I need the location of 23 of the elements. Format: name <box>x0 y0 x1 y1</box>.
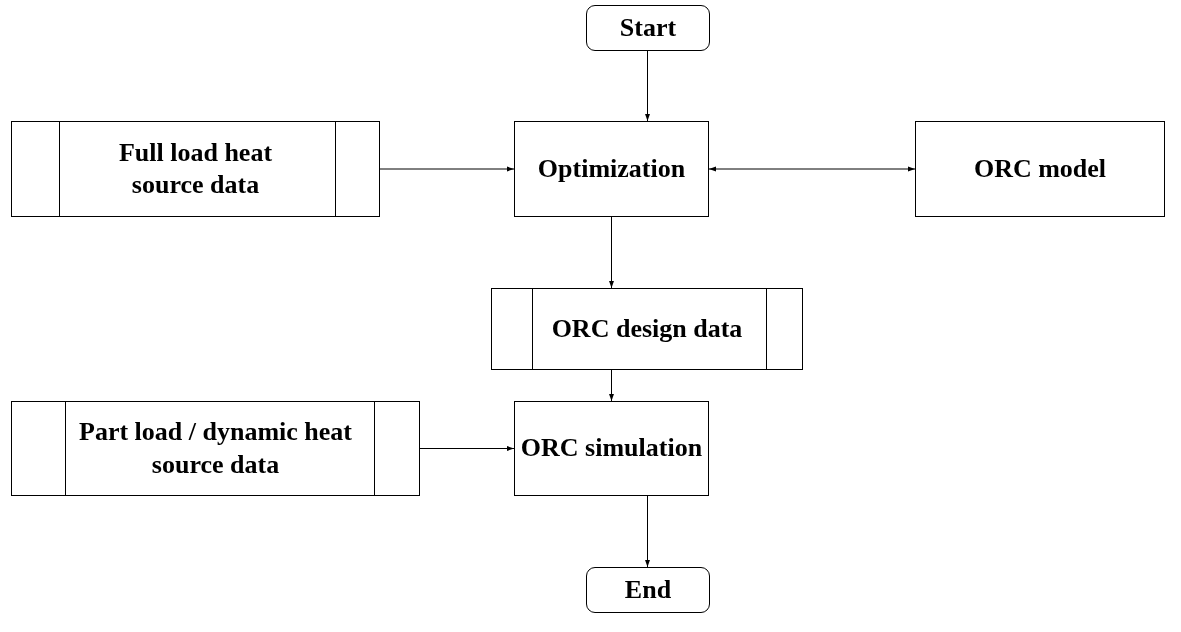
node-label: Full load heat source data <box>117 136 274 201</box>
process-box <box>514 121 709 217</box>
terminator-box <box>586 5 710 51</box>
predefined-process-box <box>491 288 803 370</box>
predefined-process-box <box>11 121 380 217</box>
node-label: ORC simulation <box>520 432 703 465</box>
node-label: Part load / dynamic heat source data <box>78 416 353 481</box>
arrow <box>609 216 614 289</box>
arrow <box>419 446 515 451</box>
node-label: End <box>624 573 672 606</box>
arrow <box>645 495 650 568</box>
node-label: Optimization <box>537 152 686 185</box>
terminator-box <box>586 567 710 613</box>
arrow <box>379 166 515 172</box>
node-label: ORC design data <box>551 312 743 345</box>
arrow <box>645 50 650 122</box>
arrow <box>708 166 916 172</box>
node-label: ORC model <box>973 152 1107 185</box>
node-label: Start <box>619 11 677 44</box>
process-box <box>915 121 1165 217</box>
predefined-process-box <box>11 401 420 496</box>
arrow <box>609 369 614 402</box>
process-box <box>514 401 709 496</box>
